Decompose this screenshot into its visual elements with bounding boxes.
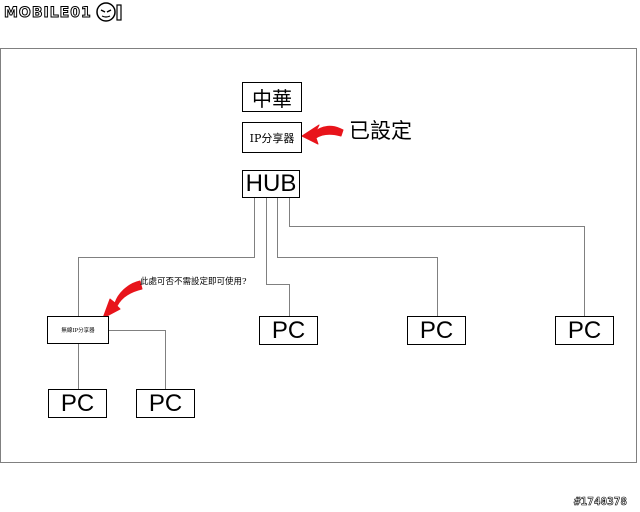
link-hub-pc2 — [277, 198, 438, 316]
wireless-router-label: 無線IP分享器 — [61, 328, 95, 334]
wireless-router-node: 無線IP分享器 — [47, 316, 109, 344]
link-hub-router2 — [78, 198, 255, 316]
link-router2-pc5 — [109, 330, 166, 389]
ip-router-label: IP分享器 — [249, 131, 295, 145]
configured-annotation: 已設定 — [349, 119, 412, 143]
pc-node-4: PC — [48, 389, 107, 418]
pc-label: PC — [567, 316, 602, 344]
pc-node-1: PC — [259, 316, 318, 345]
hub-label: HUB — [245, 170, 297, 197]
ip-router-node: IP分享器 — [242, 122, 302, 153]
hub-node: HUB — [242, 170, 300, 198]
pc-label: PC — [271, 316, 306, 344]
arrow-question-icon — [102, 280, 143, 319]
pc-label: PC — [148, 389, 183, 417]
mobile01-logo: MOBILE01 — [4, 3, 92, 23]
logo-text: MOBILE01 — [4, 5, 92, 22]
question-annotation: 此處可否不需設定即可使用? — [140, 277, 247, 287]
diagram-frame — [0, 48, 637, 463]
image-id-watermark: #1740378 — [574, 495, 628, 509]
pc-label: PC — [419, 316, 454, 344]
isp-node: 中華 — [242, 82, 302, 112]
link-hub-pc1 — [266, 198, 290, 316]
pc-node-5: PC — [136, 389, 195, 418]
pc-node-3: PC — [555, 316, 614, 345]
link-hub-pc3 — [289, 198, 585, 316]
pc-node-2: PC — [407, 316, 466, 345]
logo-face-icon — [96, 2, 122, 22]
isp-label: 中華 — [252, 86, 292, 111]
arrow-configured-icon — [301, 124, 344, 145]
pc-label: PC — [60, 389, 95, 417]
network-links — [78, 198, 585, 389]
